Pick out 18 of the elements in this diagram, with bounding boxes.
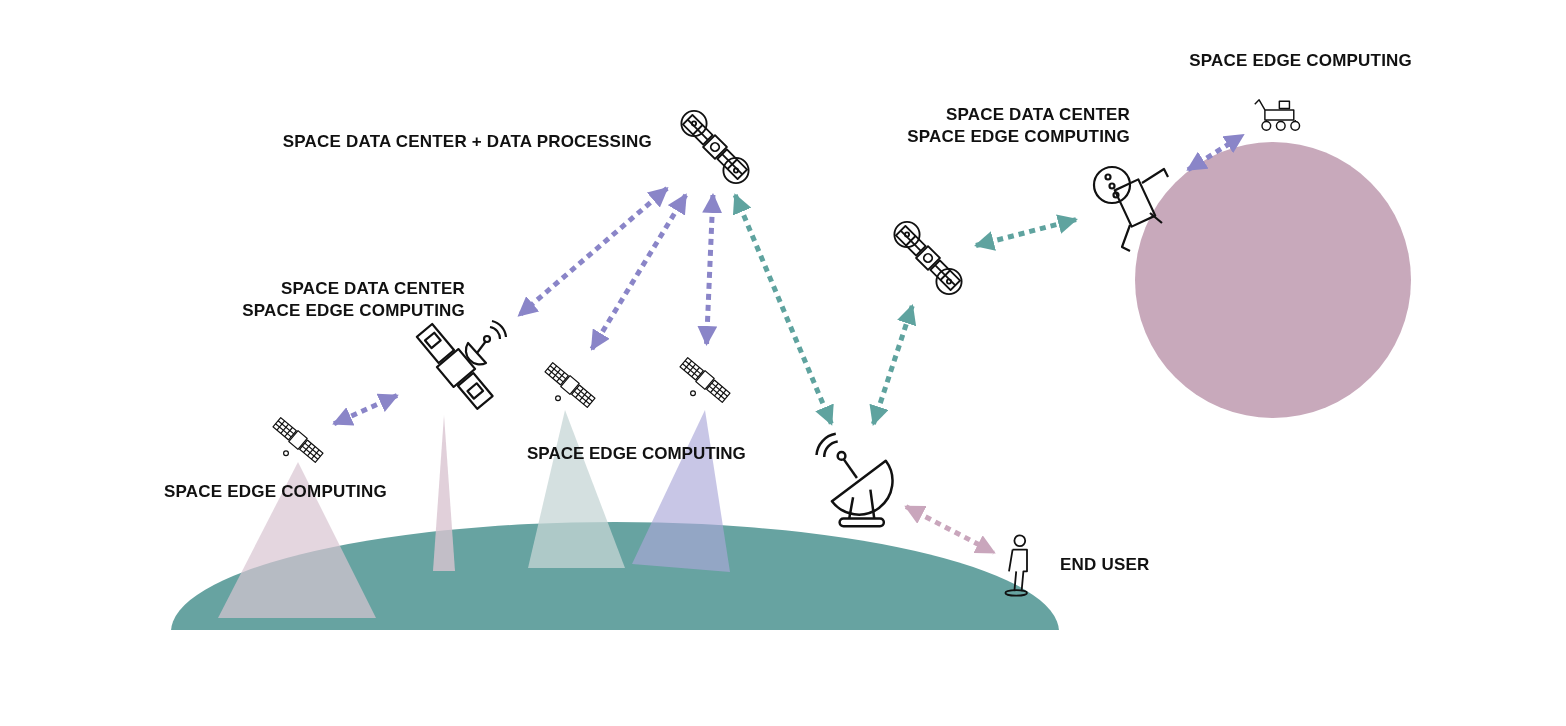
node-caption: SPACE DATA CENTER — [280, 278, 465, 300]
node-caption: END USER — [1060, 554, 1150, 576]
dotted-double-arrow — [904, 504, 996, 555]
dotted-double-arrow — [332, 393, 399, 427]
dotted-double-arrow — [517, 186, 669, 318]
node-caption: SPACE EDGE COMPUTING — [1189, 50, 1412, 72]
node-caption: SPACE EDGE COMPUTING — [164, 481, 387, 503]
dotted-double-arrow — [974, 214, 1078, 251]
node-caption: SPACE EDGE COMPUTING — [242, 300, 465, 322]
node-caption: SPACE DATA CENTER — [945, 104, 1130, 126]
dotted-double-arrow — [697, 193, 723, 346]
caption-text: SPACE EDGE COMPUTING — [527, 443, 746, 465]
dotted-double-arrow — [869, 304, 917, 426]
dotted-double-arrow — [1186, 133, 1245, 172]
dotted-double-arrow — [732, 193, 834, 426]
node-caption: SPACE DATA CENTER + DATA PROCESSING — [282, 131, 652, 153]
node-caption: SPACE EDGE COMPUTING — [907, 126, 1130, 148]
dotted-double-arrow — [589, 193, 688, 351]
